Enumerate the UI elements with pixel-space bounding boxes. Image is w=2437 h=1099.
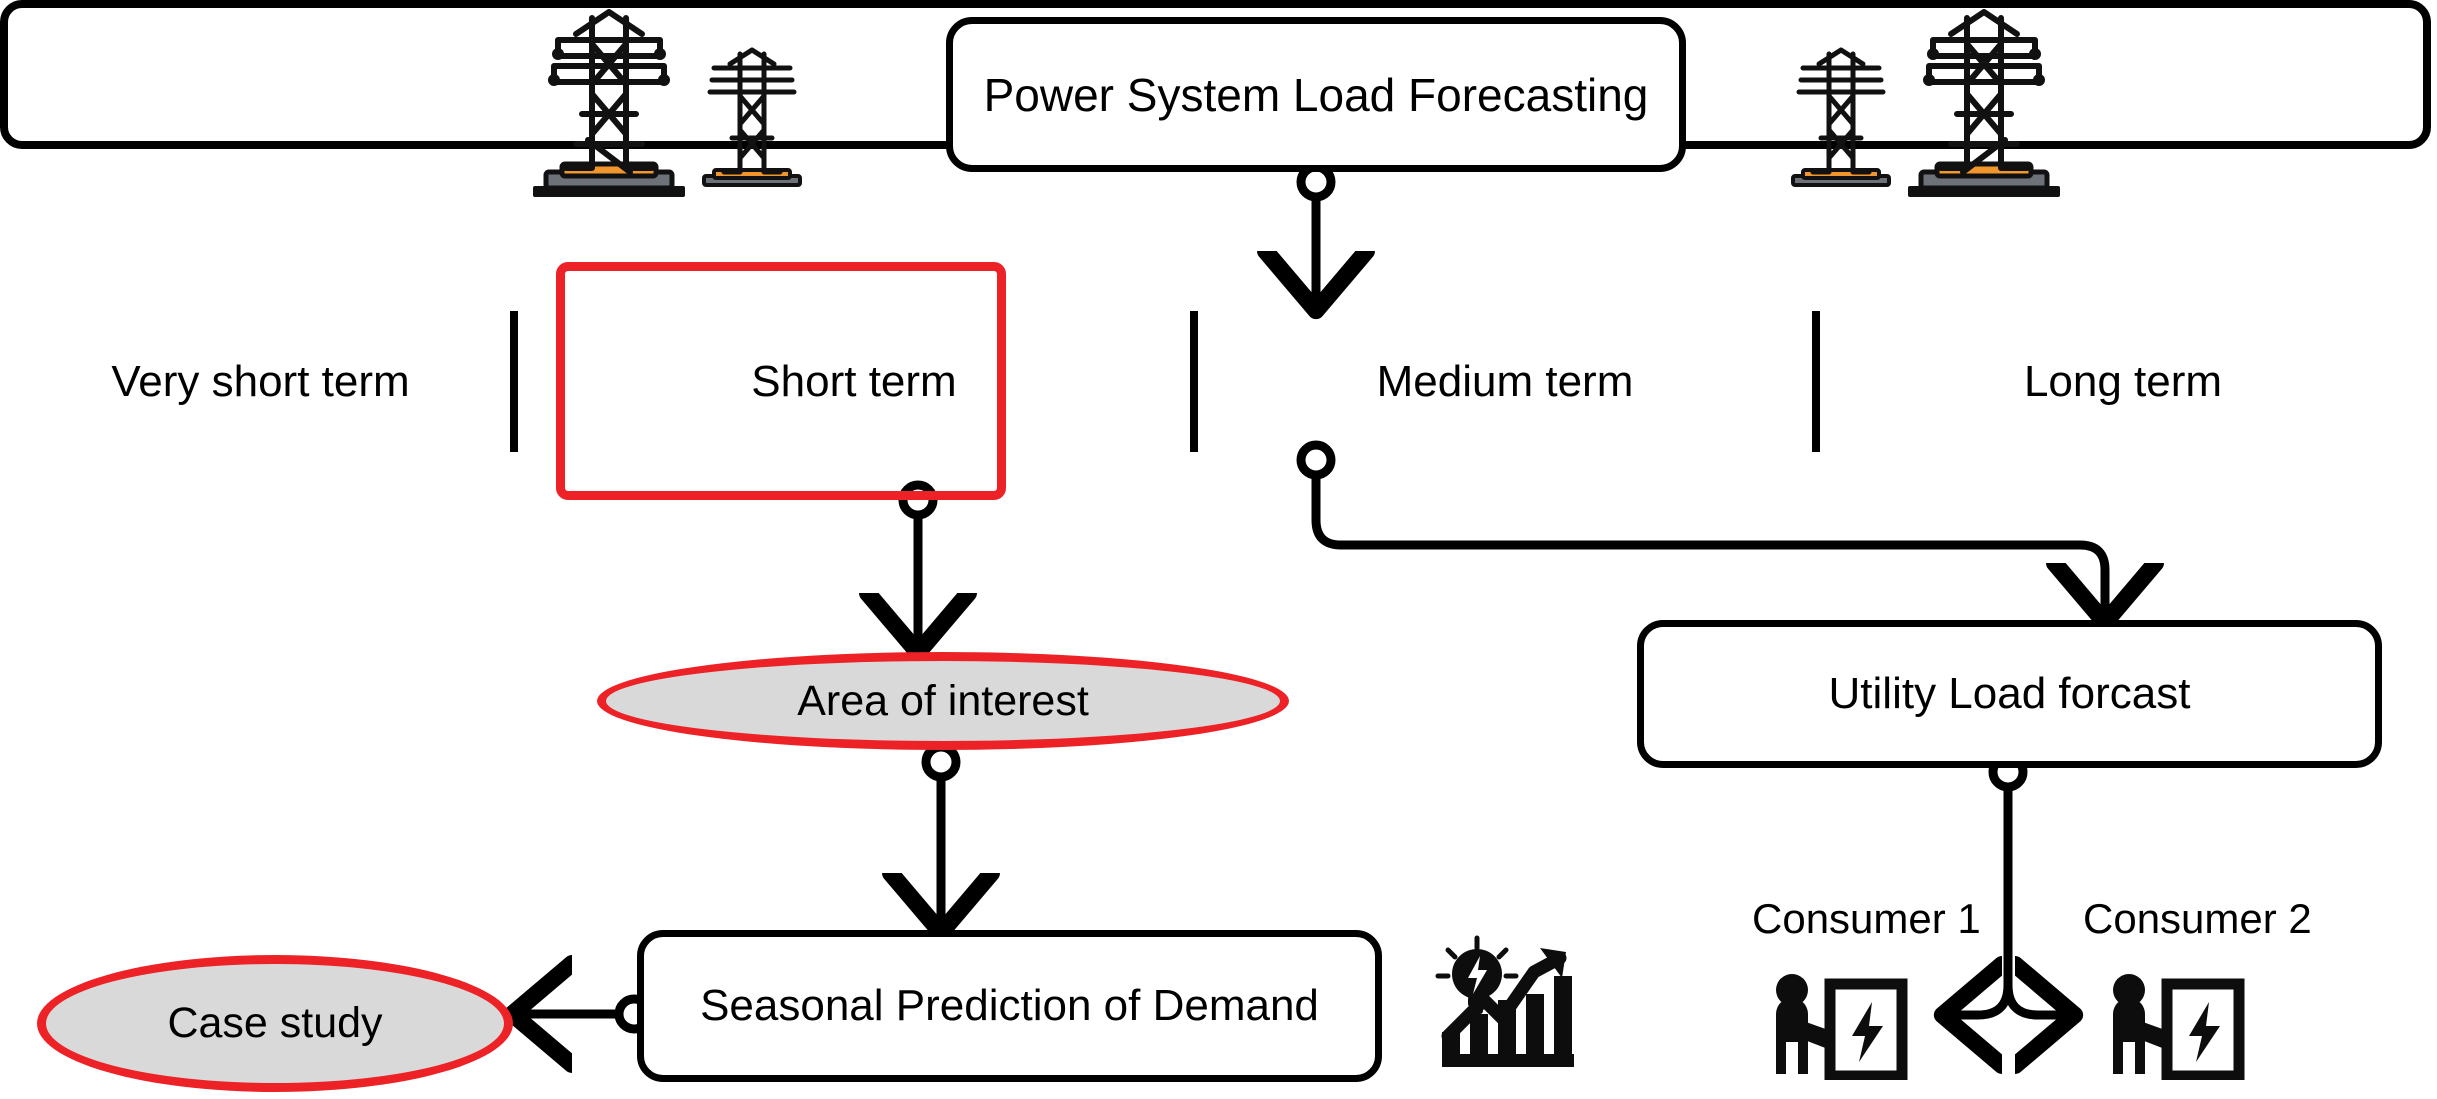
segment-very-short-term[interactable]: Very short term	[111, 356, 410, 406]
seasonal-prediction-of-demand-box[interactable]: Seasonal Prediction of Demand	[637, 930, 1382, 1082]
edge-utility-load-forecast-to-consumers	[1955, 752, 2062, 1015]
transmission-tower-large-right	[1908, 9, 2060, 197]
lightbulb-icon	[1435, 935, 1519, 1014]
consumer-1-label: Consumer 1	[1752, 895, 1981, 942]
edge-seasonal-prediction-to-case-study	[525, 999, 654, 1029]
edge-medium-term-to-utility-load-forecast	[1296, 440, 2105, 610]
consumer-meter-2-icon	[2105, 970, 2255, 1085]
edge-area-of-interest-to-seasonal-prediction	[926, 742, 956, 920]
consumer-2-label: Consumer 2	[2083, 895, 2312, 942]
edge-short-term-to-area-of-interest	[903, 480, 933, 640]
power-system-load-forecasting-box[interactable]: Power System Load Forecasting	[946, 17, 1686, 172]
consumer-meter-1-icon	[1768, 970, 1918, 1085]
segment-divider-3	[1812, 311, 1820, 452]
transmission-towers-right-group	[1775, 4, 2075, 209]
transmission-towers-left-group	[518, 4, 818, 209]
segment-short-term[interactable]: Short term	[751, 356, 957, 406]
edge-title-to-medium-term	[1301, 162, 1331, 298]
segment-long-term[interactable]: Long term	[2023, 356, 2223, 406]
case-study-node[interactable]: Case study	[37, 955, 513, 1092]
segment-medium-term[interactable]: Medium term	[1376, 356, 1634, 406]
transmission-tower-small-right	[1791, 47, 1891, 187]
utility-load-forecast-box[interactable]: Utility Load forcast	[1637, 620, 2382, 768]
segment-divider-1	[510, 311, 518, 452]
segment-divider-2	[1190, 311, 1198, 452]
transmission-tower-large-left	[533, 9, 685, 197]
short-term-highlight-box	[556, 262, 1006, 500]
transmission-tower-small-left	[702, 47, 802, 187]
area-of-interest-node[interactable]: Area of interest	[597, 652, 1289, 750]
lightbulb-growth-chart-icon	[1428, 928, 1588, 1083]
